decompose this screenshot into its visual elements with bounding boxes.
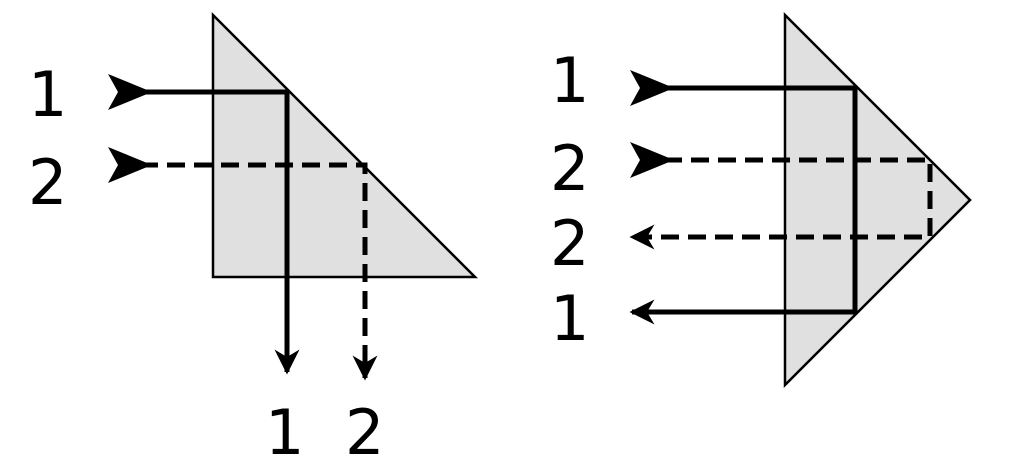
right-input-arrowhead-2: [630, 142, 674, 178]
left-ray-2: [140, 162, 378, 381]
left-input-label-1: 1: [28, 58, 67, 131]
left-prism: 1 2 1 2: [28, 11, 479, 465]
left-output-label-1: 1: [265, 396, 304, 465]
left-input-label-2: 2: [28, 146, 67, 219]
right-prism: 1 2 2 1: [550, 11, 972, 389]
left-ray-1: [140, 89, 300, 375]
right-ray-2: [629, 157, 933, 250]
left-output-label-2: 2: [345, 396, 384, 465]
right-input-label-1: 1: [550, 44, 589, 117]
right-input-label-2: 2: [550, 132, 589, 205]
right-output-label-1: 1: [550, 282, 589, 355]
right-prism-triangle: [783, 11, 972, 389]
right-output-label-2: 2: [550, 207, 589, 280]
right-input-arrowhead-1: [630, 70, 674, 106]
left-input-arrowhead-2: [108, 147, 152, 183]
right-ray-1: [629, 85, 858, 325]
left-input-arrowhead-1: [108, 74, 152, 110]
left-prism-triangle: [211, 11, 479, 279]
